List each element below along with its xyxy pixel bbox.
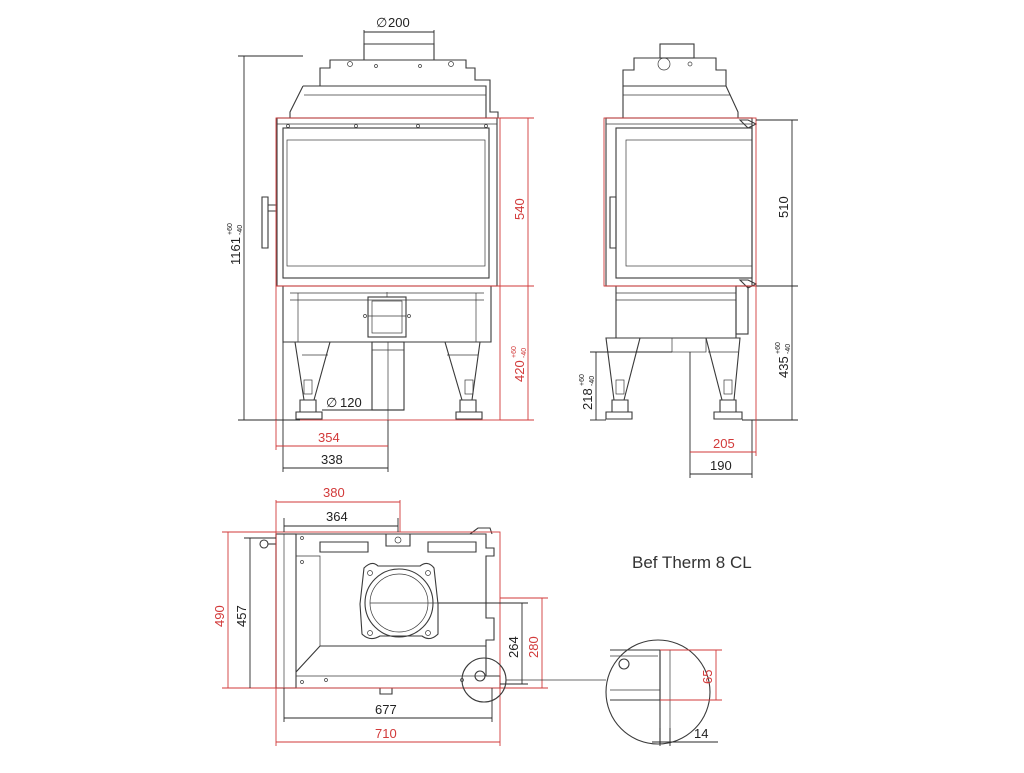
diameter-symbol: ∅ (326, 395, 337, 410)
side-door-height-label: 510 (776, 196, 791, 218)
flue-diameter-label: 200 (388, 15, 410, 30)
side-hood (622, 85, 739, 118)
front-door (276, 117, 498, 287)
detail-view: 65 14 (461, 639, 722, 746)
depth-red-label: 490 (212, 605, 227, 627)
foot-left (295, 399, 323, 420)
side-view (605, 43, 758, 420)
detail-magnified-circle (605, 639, 711, 745)
lower-height-tol-plus: +60 (511, 346, 518, 358)
lower-height-label: 420 (512, 360, 527, 382)
door-handle (261, 196, 277, 249)
side-view-dimensions: 510 435 +60 -40 218 +60 -40 205 190 (579, 117, 798, 478)
side-leg-rear (705, 337, 741, 401)
side-hood-frame (622, 57, 727, 87)
air-inlet-plate (367, 296, 407, 338)
side-lower-tol-minus: -40 (785, 344, 792, 354)
leg-right (444, 341, 481, 401)
flue-position-red-label: 280 (526, 636, 541, 658)
flue-position-black-label: 264 (506, 636, 521, 658)
total-height-label: 1161 (228, 237, 243, 265)
air-diameter-label: 120 (340, 395, 362, 410)
flue-collar (363, 43, 435, 61)
depth-black-label: 457 (234, 605, 249, 627)
lower-height-tol-minus: -40 (521, 348, 528, 358)
top-bottom-tab (379, 688, 393, 695)
side-foot-rear (713, 399, 743, 420)
side-foot-front (605, 399, 633, 420)
air-height-tol-minus: -40 (589, 376, 596, 386)
front-width-red-label: 354 (318, 430, 340, 445)
bottom-width-red-label: 710 (375, 726, 397, 741)
total-height-tol-minus: -40 (237, 225, 244, 235)
smoke-hood-frame (319, 59, 499, 119)
side-handle (609, 196, 617, 249)
detail-offset-label: 14 (694, 726, 708, 741)
side-door (605, 117, 753, 287)
bottom-width-black-label: 677 (375, 702, 397, 717)
side-lower-body (615, 286, 737, 339)
side-offset-red-label: 205 (713, 436, 735, 451)
front-door-height-label: 540 (512, 198, 527, 220)
smoke-hood (289, 85, 498, 119)
leg-left (294, 341, 331, 401)
side-lower-height-label: 435 (776, 356, 791, 378)
top-outline (275, 533, 501, 689)
side-air-duct (671, 337, 707, 353)
diameter-symbol: ∅ (376, 15, 387, 30)
side-offset-black-label: 190 (710, 458, 732, 473)
flue-flange (359, 562, 439, 640)
foot-right (455, 399, 483, 420)
top-view (259, 527, 520, 695)
front-view-dimensions: ∅ 200 1161 +60 -40 540 420 +60 -40 ∅ 120 (227, 15, 534, 472)
front-width-black-label: 338 (321, 452, 343, 467)
side-lower-tol-plus: +60 (775, 342, 782, 354)
model-title: Bef Therm 8 CL (632, 553, 752, 572)
total-height-tol-plus: +60 (227, 223, 234, 235)
air-height-label: 218 (580, 388, 595, 410)
front-view (261, 43, 499, 420)
detail-height-label: 65 (700, 670, 715, 684)
top-width-black-label: 364 (326, 509, 348, 524)
side-leg-front (605, 337, 641, 401)
detail-callout-circle (461, 657, 507, 703)
top-width-red-label: 380 (323, 485, 345, 500)
top-tab-right (427, 541, 477, 553)
air-height-tol-plus: +60 (579, 374, 586, 386)
top-tab-left (319, 541, 369, 553)
top-view-dimensions: 380 364 490 457 264 280 677 (212, 485, 548, 746)
side-flue-collar (659, 43, 695, 59)
